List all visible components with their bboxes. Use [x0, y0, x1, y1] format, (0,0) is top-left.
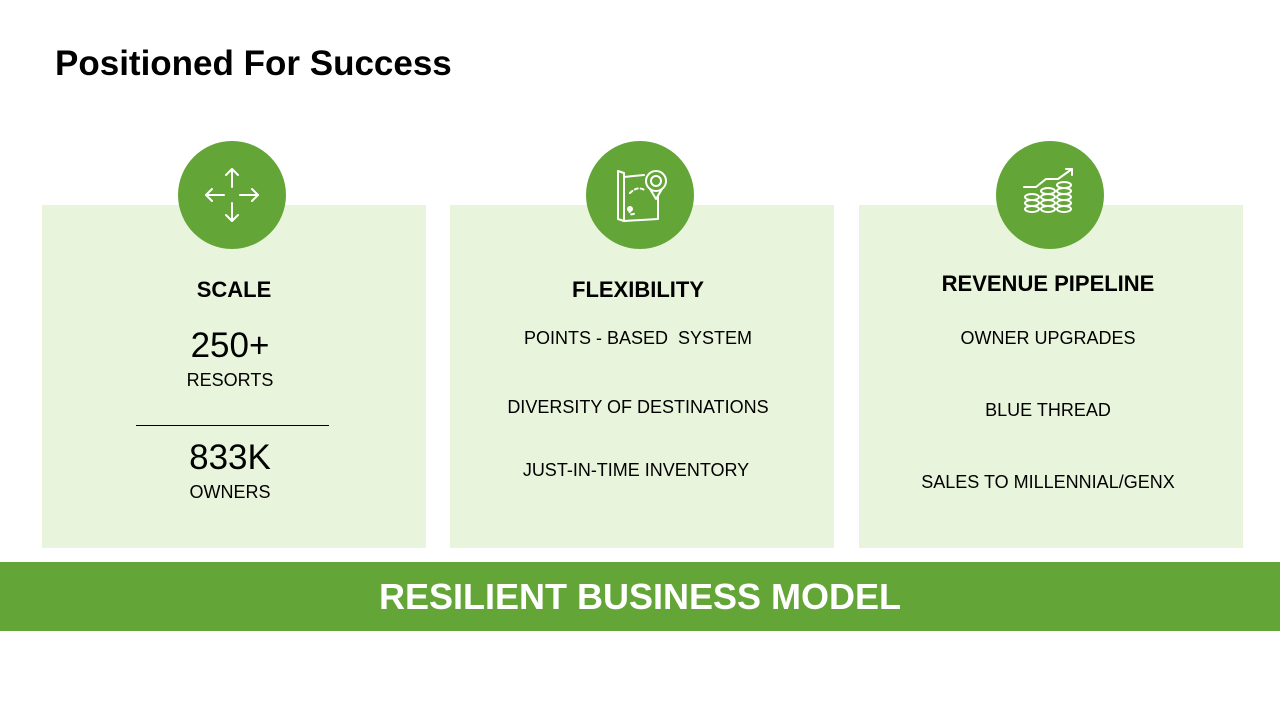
resorts-label: RESORTS	[186, 370, 274, 390]
revenue-heading: REVENUE PIPELINE	[941, 271, 1155, 296]
scale-card: SCALE 250+ RESORTS 833K OWNERS	[42, 205, 426, 548]
divider	[136, 425, 329, 426]
revenue-item-2: BLUE THREAD	[985, 400, 1111, 420]
banner: RESILIENT BUSINESS MODEL	[0, 562, 1280, 631]
owners-value: 833K	[189, 438, 271, 477]
flexibility-heading: FLEXIBILITY	[572, 277, 704, 302]
coins-growth-chart-icon	[1018, 163, 1082, 227]
flexibility-icon-circle	[586, 141, 694, 249]
revenue-icon-circle	[996, 141, 1104, 249]
scale-icon-circle	[178, 141, 286, 249]
owners-label: OWNERS	[189, 482, 271, 502]
revenue-item-1: OWNER UPGRADES	[960, 328, 1136, 348]
revenue-card: REVENUE PIPELINE OWNER UPGRADES BLUE THR…	[859, 205, 1243, 548]
flexibility-item-2: DIVERSITY OF DESTINATIONS	[507, 397, 769, 417]
arrows-expand-icon	[200, 163, 264, 227]
revenue-item-3: SALES TO MILLENNIAL/GENX	[921, 472, 1175, 492]
page-title: Positioned For Success	[55, 44, 452, 83]
scale-heading: SCALE	[196, 277, 272, 302]
resorts-value: 250+	[190, 326, 270, 365]
flexibility-item-1: POINTS - BASED SYSTEM	[523, 328, 753, 348]
flexibility-item-3: JUST-IN-TIME INVENTORY	[522, 460, 750, 480]
map-pin-icon	[608, 163, 672, 227]
flexibility-card: FLEXIBILITY POINTS - BASED SYSTEM DIVERS…	[450, 205, 834, 548]
